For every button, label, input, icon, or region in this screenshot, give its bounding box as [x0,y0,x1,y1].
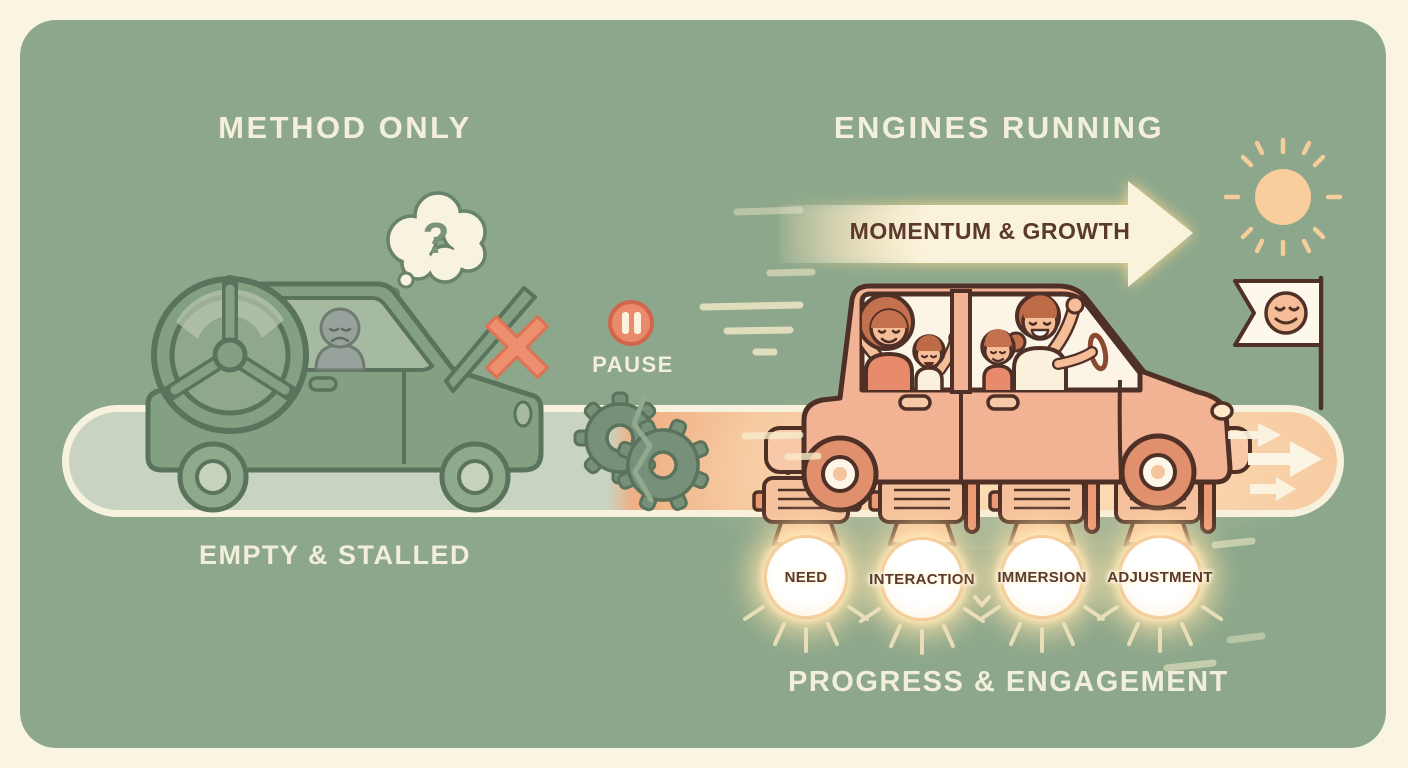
girl-figure [980,329,1027,390]
door-handle [898,394,932,411]
pause-bar [621,312,629,334]
momentum-arrow [780,181,1193,287]
question-mark-icon: ? [423,214,450,263]
gear-crack [631,395,654,503]
steering-wheel-icon [151,275,309,434]
engine-bulb-label: INTERACTION [869,570,975,588]
pause-icon [608,300,654,346]
engine-bulb-need: NEED [764,535,848,619]
family-car-scene [752,283,1252,546]
family-car-wheels [801,433,1197,513]
engine-bulb-label: NEED [784,568,828,586]
x-mark-icon [485,315,549,379]
engine-bulb-adjustment: ADJUSTMENT [1107,535,1212,619]
headlight [513,400,533,428]
left-caption: EMPTY & STALLED [198,540,471,570]
right-section-title: ENGINES RUNNING [833,110,1165,145]
engine-block [988,467,1086,546]
stalled-car-wheels [177,441,511,513]
momentum-arrow-shape [780,181,1193,287]
headlight [1210,401,1234,421]
engine-bulb-label: ADJUSTMENT [1107,568,1213,586]
mom-figure [862,294,915,390]
momentum-arrow-label: MOMENTUM & GROWTH [849,218,1131,244]
stalled-car-scene: ? [145,191,549,513]
pause-bar [633,312,641,334]
b-pillar [950,289,972,394]
engine-bulb-label: IMMERSION [997,568,1087,586]
thought-bubble: ? [386,191,487,299]
engine-bulb-immersion: IMMERSION [997,535,1087,619]
stalled-car [145,275,544,513]
sad-driver [314,307,366,372]
broken-gears-icon [573,391,710,512]
door-handle [986,394,1020,411]
dad-figure [1012,294,1109,390]
left-section-title: METHOD ONLY [218,110,472,145]
door-handle [308,376,338,392]
right-caption: PROGRESS & ENGAGEMENT [788,666,1229,698]
pause-label: PAUSE [592,352,674,377]
engine-bulb-interaction: INTERACTION [869,537,975,621]
